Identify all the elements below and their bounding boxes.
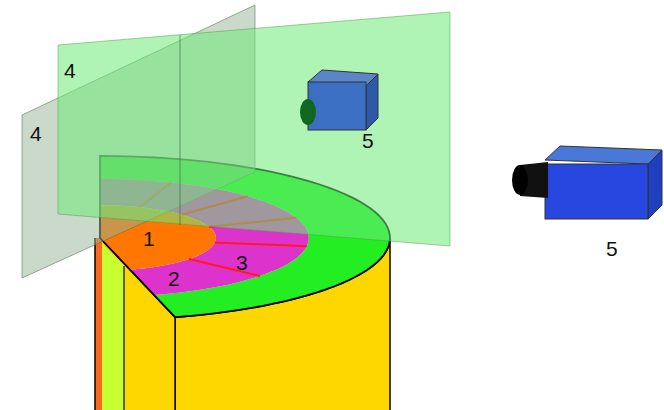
callout-number: 3: [236, 252, 248, 273]
camera-body-side: [366, 74, 378, 130]
plane-intersection: [180, 35, 181, 225]
camera-body-front: [545, 164, 648, 219]
camera-body-front: [308, 82, 366, 130]
sector-divider: [215, 243, 307, 247]
callout-number: 4: [64, 60, 76, 81]
callout-number: 1: [143, 228, 155, 249]
sector-divider: [189, 259, 260, 276]
camera-lens: [512, 165, 528, 195]
callout-number: 4: [30, 123, 42, 144]
callout-number: 5: [362, 130, 374, 151]
edge-line: [123, 266, 125, 410]
plane-green: [58, 12, 450, 246]
camera-body-top: [545, 146, 662, 164]
edge-line: [94, 238, 96, 410]
camera-lens: [300, 99, 316, 125]
callout-number: 2: [168, 268, 180, 289]
cut-strip-orange: [95, 238, 102, 410]
callout-number: 5: [606, 238, 618, 259]
camera-body-side: [648, 150, 662, 219]
cut-strip-green: [102, 244, 124, 410]
